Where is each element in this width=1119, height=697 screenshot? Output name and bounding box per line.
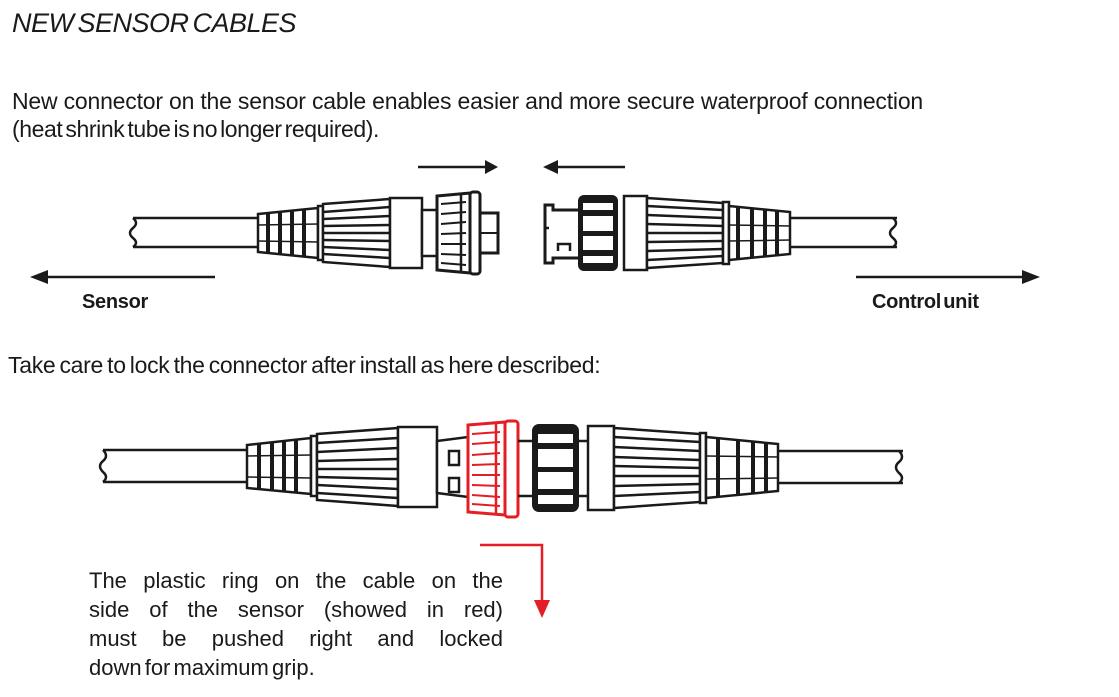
control-unit-label: Control unit: [872, 291, 979, 313]
locking-ring-highlight-icon: [466, 419, 520, 519]
note-line: must be pushed right and locked: [89, 626, 503, 651]
page-title: NEW SENSOR CABLES: [12, 8, 297, 38]
intro-paragraph: New connector on the sensor cable enable…: [12, 87, 923, 143]
lock-instruction: Take care to lock the connector after in…: [8, 352, 601, 378]
push-and-lock-arrow-icon: [480, 543, 550, 618]
note-line: down for maximum grip.: [89, 655, 315, 680]
intro-line: New connector on the sensor cable enable…: [12, 88, 924, 114]
connector-diagram-locked: [98, 419, 904, 519]
intro-line: (heat shrink tube is no longer required)…: [12, 116, 380, 142]
note-line: The plastic ring on the cable on the: [89, 568, 503, 593]
note-line: side of the sensor (showed in red): [89, 597, 503, 622]
sensor-label: Sensor: [82, 291, 149, 313]
sensor-connector-icon: [128, 190, 500, 276]
control-unit-connector-icon: [543, 194, 898, 272]
locking-ring-note: The plastic ring on the cable on the sid…: [89, 566, 503, 682]
